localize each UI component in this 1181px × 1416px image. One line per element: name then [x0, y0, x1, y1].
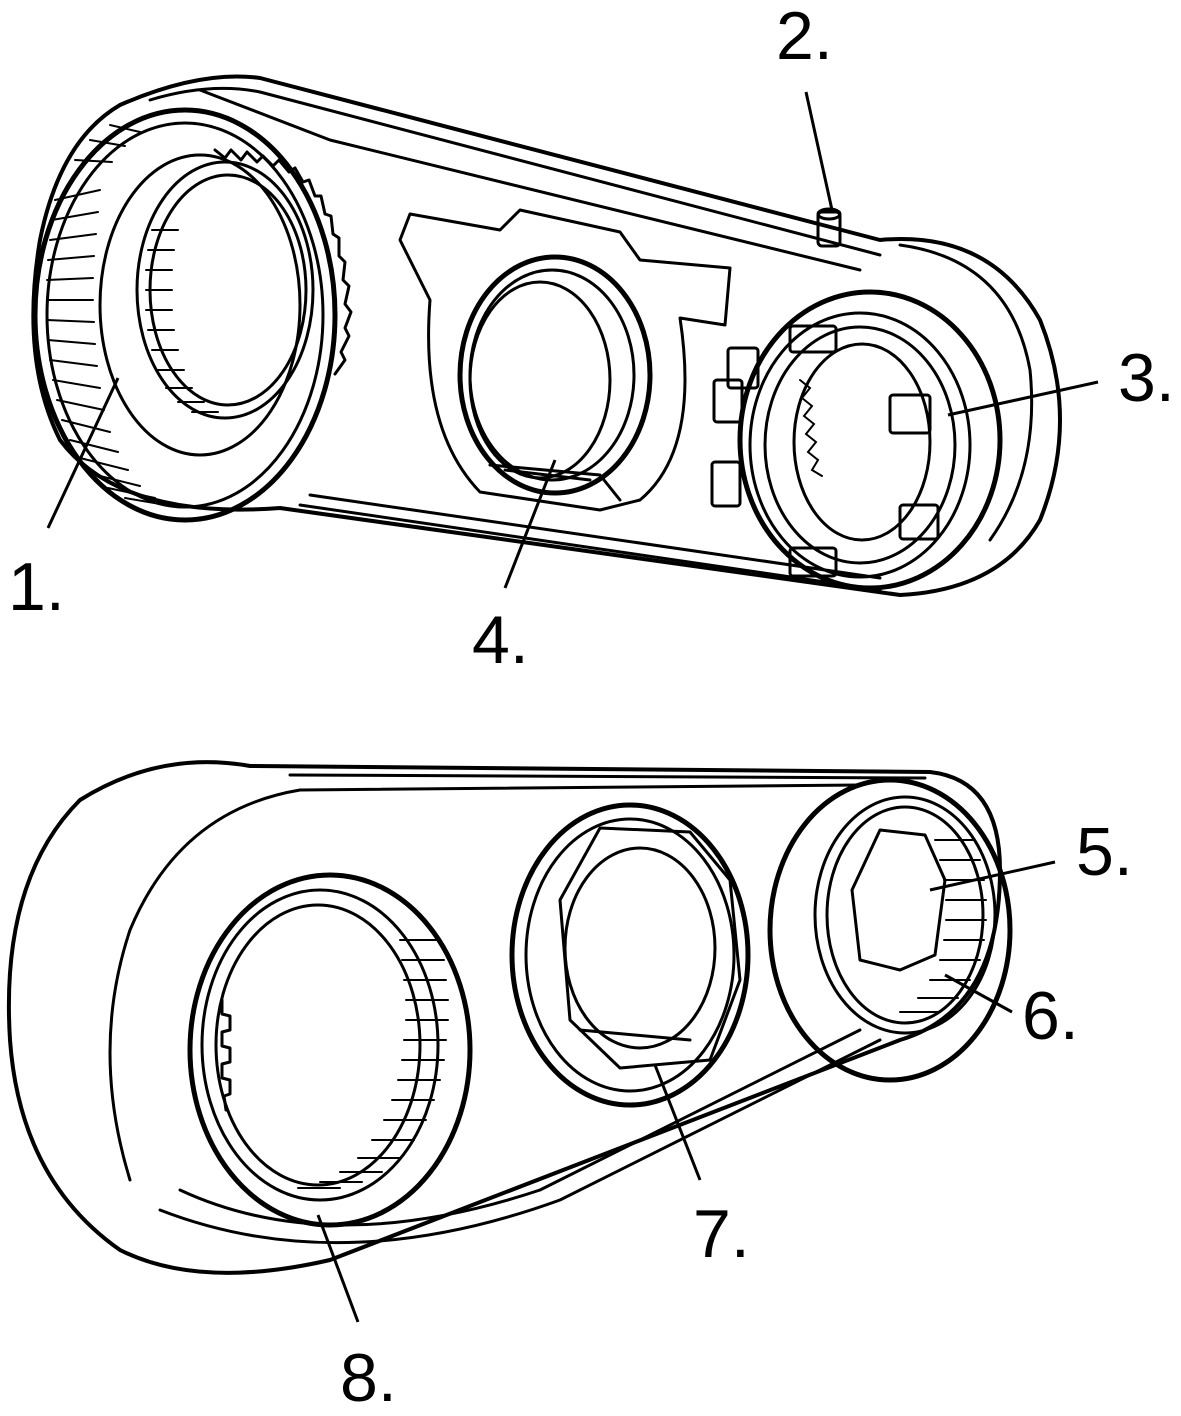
callout-6: 6.	[1022, 978, 1079, 1054]
callout-5: 5.	[1076, 814, 1133, 890]
leader-5	[929, 860, 1056, 892]
part-2-pin	[816, 207, 842, 248]
part-5-6-right-eye	[767, 777, 1013, 1083]
leader-1	[46, 377, 120, 529]
bottom-assembly	[6, 760, 1056, 1323]
part-1-spline-ring	[32, 107, 353, 523]
part-8-spline-ring	[187, 872, 473, 1228]
leader-4	[503, 459, 557, 589]
callout-8: 8.	[340, 1340, 397, 1416]
part-5-hex-nut	[850, 828, 947, 972]
bottom-housing-outline	[6, 760, 1002, 1275]
callout-4: 4.	[472, 602, 529, 678]
callout-7: 7.	[693, 1196, 750, 1272]
leader-7	[653, 1064, 702, 1181]
part-3-notched-ring	[710, 289, 1003, 591]
top-housing-rim	[148, 86, 882, 257]
leader-3	[947, 380, 1099, 417]
top-assembly	[31, 74, 1099, 597]
part-4-clamp	[398, 208, 732, 512]
callout-1: 1.	[8, 549, 65, 625]
leader-6	[944, 973, 1013, 1014]
leader-2	[804, 91, 834, 211]
part-7-octagon-ring	[509, 802, 751, 1108]
callout-3: 3.	[1118, 340, 1175, 416]
leader-8	[316, 1214, 360, 1323]
callout-2: 2.	[776, 0, 833, 74]
